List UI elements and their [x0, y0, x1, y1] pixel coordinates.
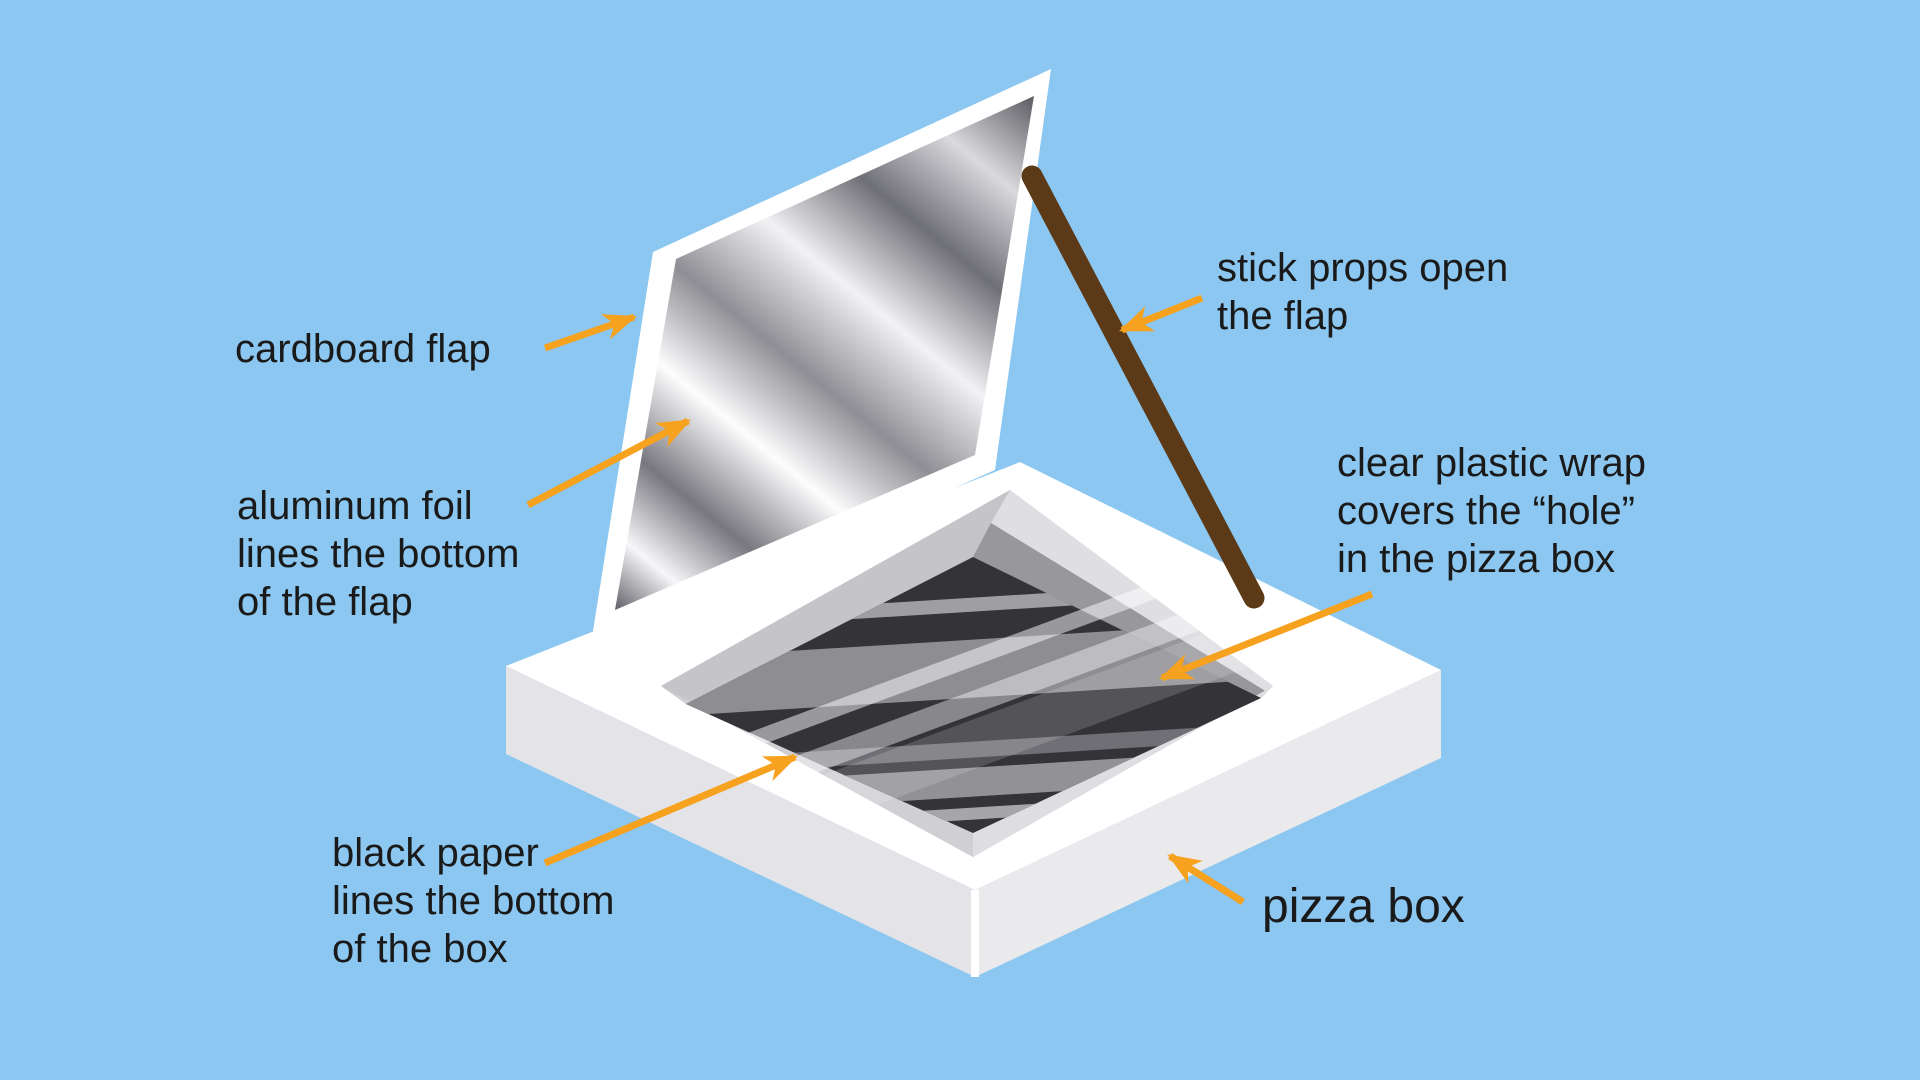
pizza-box — [506, 462, 1441, 977]
label-cardboard-flap: cardboard flap — [235, 327, 491, 371]
plastic-wrap-arrow-icon — [1158, 590, 1374, 682]
box-side-left — [506, 666, 975, 977]
black-paper-arrow-icon — [543, 753, 799, 867]
aluminum-foil-arrow-icon — [526, 417, 691, 509]
pointer-arrows — [526, 294, 1374, 905]
cardboard-flap — [590, 69, 1051, 650]
box-side-right — [975, 670, 1441, 977]
label-aluminum-foil: aluminum foil lines the bottom of the fl… — [237, 484, 520, 624]
ring-top-left — [661, 490, 1010, 704]
ring-front-right — [973, 686, 1273, 857]
label-black-paper: black paper lines the bottom of the box — [332, 831, 615, 971]
ring-front-left — [661, 686, 973, 857]
label-pizza-box: pizza box — [1262, 880, 1465, 933]
label-plastic-wrap: clear plastic wrap covers the “hole” in … — [1337, 441, 1647, 581]
pizza-box-arrow-icon — [1167, 853, 1245, 905]
flap-aluminum-foil — [615, 96, 1034, 610]
label-stick: stick props open the flap — [1217, 246, 1509, 338]
propping-stick — [1021, 165, 1265, 609]
stick-arrow-icon — [1118, 294, 1204, 334]
cardboard-flap-arrow-icon — [543, 313, 638, 352]
